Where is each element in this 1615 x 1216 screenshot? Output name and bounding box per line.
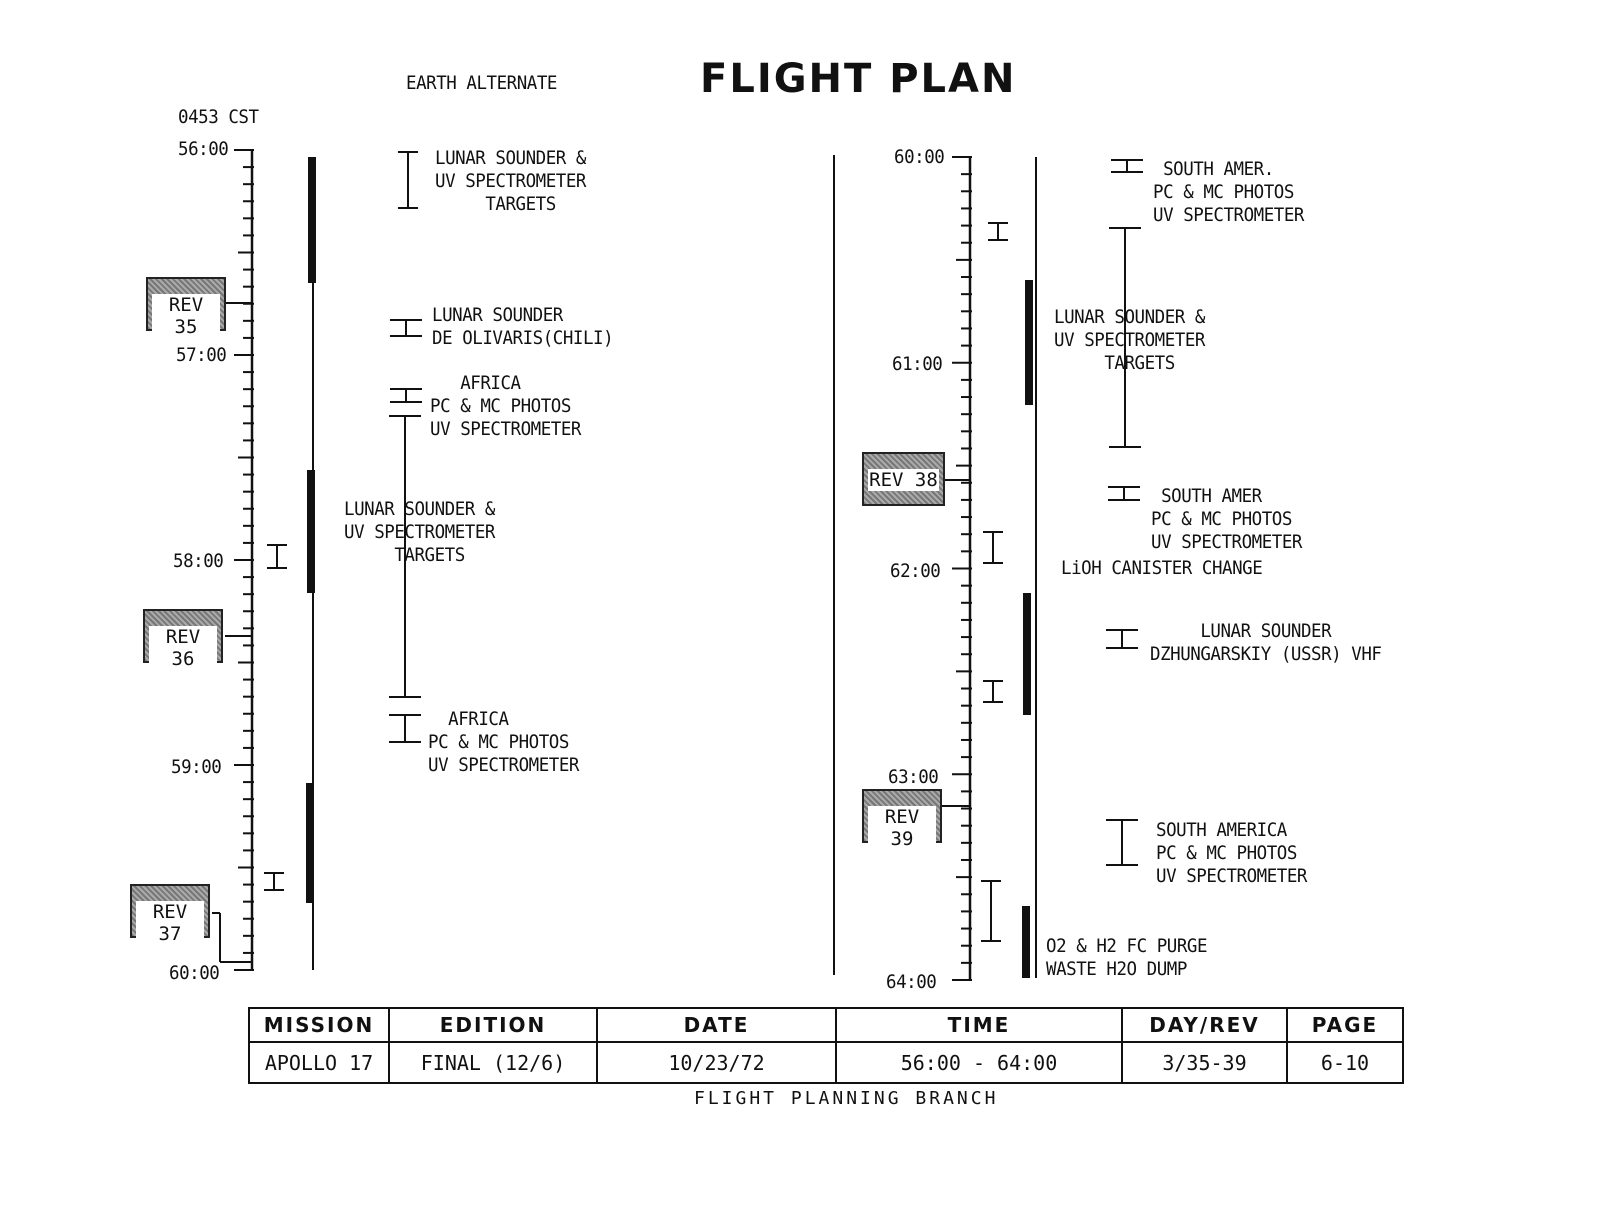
page-title: FLIGHT PLAN <box>700 56 1017 102</box>
event-note: LUNAR SOUNDER & UV SPECTROMETER TARGETS <box>344 498 495 566</box>
page-value: 6-10 <box>1286 1041 1404 1084</box>
subtitle: EARTH ALTERNATE <box>406 72 557 94</box>
axis-label: 60:00 <box>894 146 945 168</box>
day-rev-value: 3/35-39 <box>1121 1041 1288 1084</box>
event-note: LUNAR SOUNDER DZHUNGARSKIY (USSR) VHF <box>1150 620 1382 665</box>
event-note: LUNAR SOUNDER DE OLIVARIS(CHILI) <box>432 304 614 349</box>
edition-value: FINAL (12/6) <box>388 1041 598 1084</box>
header-mission: MISSION <box>248 1007 390 1043</box>
time-value: 56:00 - 64:00 <box>835 1041 1123 1084</box>
rev-label: REV 37 <box>136 901 204 945</box>
axis-label: 57:00 <box>176 344 227 366</box>
event-note: LUNAR SOUNDER & UV SPECTROMETER TARGETS <box>1054 306 1205 374</box>
rev-label: REV 35 <box>152 294 220 338</box>
header-page: PAGE <box>1286 1007 1404 1043</box>
document-info-table: MISSION EDITION DATE TIME DAY/REV PAGE A… <box>248 1007 1404 1084</box>
footer: FLIGHT PLANNING BRANCH <box>694 1088 999 1109</box>
axis-label: 61:00 <box>892 353 943 375</box>
rev-marker: REV 39 <box>862 789 942 850</box>
rev-label: REV 38 <box>868 469 939 491</box>
header-edition: EDITION <box>388 1007 598 1043</box>
event-note: LiOH CANISTER CHANGE <box>1061 557 1263 579</box>
axis-label: 63:00 <box>888 766 939 788</box>
axis-label: 56:00 <box>178 138 229 160</box>
event-note: SOUTH AMER. PC & MC PHOTOS UV SPECTROMET… <box>1153 158 1304 226</box>
header-date: DATE <box>596 1007 837 1043</box>
rev-marker: REV 38 <box>862 452 945 506</box>
event-note: SOUTH AMER PC & MC PHOTOS UV SPECTROMETE… <box>1151 485 1302 553</box>
rev-marker: REV 36 <box>143 609 223 670</box>
rev-marker: REV 35 <box>146 277 226 338</box>
axis-label: 62:00 <box>890 560 941 582</box>
event-note: AFRICA PC & MC PHOTOS UV SPECTROMETER <box>430 372 581 440</box>
axis-label: 64:00 <box>886 971 937 993</box>
event-note: SOUTH AMERICA PC & MC PHOTOS UV SPECTROM… <box>1156 819 1307 887</box>
rev-label: REV 39 <box>868 806 936 850</box>
axis-label: 60:00 <box>169 962 220 984</box>
clock-label: 0453 CST <box>178 106 259 128</box>
date-value: 10/23/72 <box>596 1041 837 1084</box>
axis-label: 59:00 <box>171 756 222 778</box>
event-note: LUNAR SOUNDER & UV SPECTROMETER TARGETS <box>435 147 586 215</box>
rev-marker: REV 37 <box>130 884 210 945</box>
rev-label: REV 36 <box>149 626 217 670</box>
mission-value: APOLLO 17 <box>248 1041 390 1084</box>
event-note: O2 & H2 FC PURGE WASTE H2O DUMP <box>1046 935 1208 980</box>
event-note: AFRICA PC & MC PHOTOS UV SPECTROMETER <box>428 708 579 776</box>
header-time: TIME <box>835 1007 1123 1043</box>
axis-label: 58:00 <box>173 550 224 572</box>
header-day-rev: DAY/REV <box>1121 1007 1288 1043</box>
